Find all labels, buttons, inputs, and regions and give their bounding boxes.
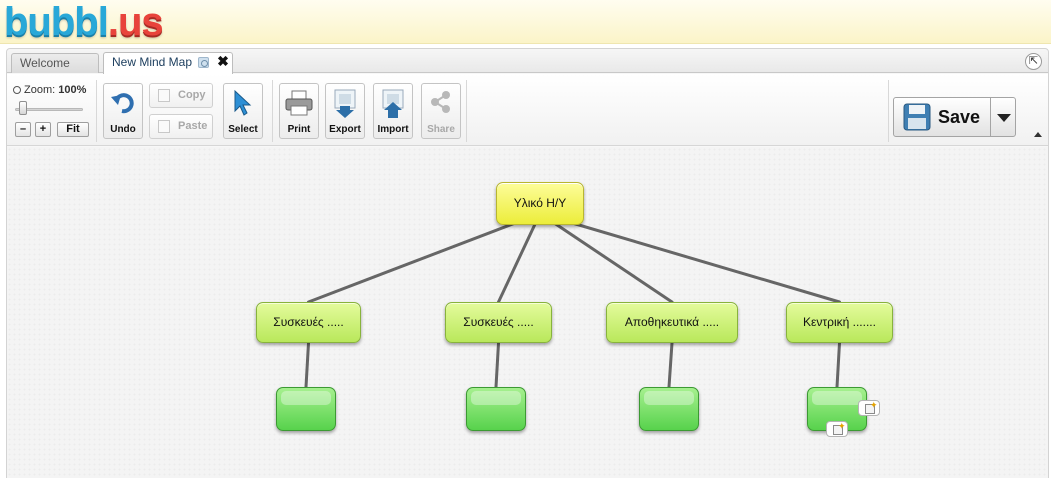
import-button[interactable]: Import: [373, 83, 413, 139]
zoom-label: Zoom: 100%: [13, 84, 86, 96]
collapse-toolbar-icon[interactable]: [1034, 132, 1042, 137]
logo-text-bubbl: bubbl: [4, 0, 109, 44]
root-child-connector: [538, 212, 841, 304]
child-node-text: Συσκευές .....: [273, 315, 344, 329]
save-button[interactable]: Save: [893, 97, 991, 137]
leaf-node[interactable]: [639, 387, 699, 431]
add-child-icon[interactable]: [826, 421, 848, 437]
site-header: bubbl.us: [0, 0, 1051, 44]
select-button[interactable]: Select: [223, 83, 263, 139]
mindmap-app: Welcome New Mind Map ✖ ⇱ Zoom: 100% – + …: [6, 48, 1049, 478]
edit-controls: Undo Copy Paste Select: [101, 80, 273, 142]
tab-bar: Welcome New Mind Map ✖ ⇱: [7, 49, 1048, 74]
magnifier-icon: [13, 86, 21, 94]
share-label: Share: [427, 124, 455, 135]
root-node[interactable]: Υλικό Η/Υ: [496, 182, 584, 225]
import-icon: [382, 89, 404, 118]
root-child-connector: [307, 212, 542, 304]
export-icon: [334, 89, 356, 118]
child-node[interactable]: Κεντρική .......: [786, 302, 893, 343]
root-child-connector: [497, 212, 542, 304]
cursor-icon: [234, 89, 252, 116]
refresh-icon[interactable]: [198, 57, 209, 68]
child-leaf-connector: [667, 341, 674, 389]
zoom-slider-track[interactable]: [15, 108, 83, 111]
save-label: Save: [938, 107, 981, 127]
close-icon[interactable]: ✖: [217, 53, 229, 69]
child-node-text: Συσκευές .....: [463, 315, 534, 329]
paste-label: Paste: [178, 120, 208, 132]
zoom-fit-button[interactable]: Fit: [57, 122, 89, 137]
copy-icon: [158, 89, 170, 102]
zoom-slider-thumb[interactable]: [19, 101, 27, 115]
logo-text-us: .us: [107, 0, 164, 44]
child-node-text: Αποθηκευτικά .....: [624, 315, 720, 329]
zoom-controls: Zoom: 100% – + Fit: [11, 80, 97, 142]
child-node[interactable]: Συσκευές .....: [256, 302, 361, 343]
leaf-node[interactable]: [466, 387, 526, 431]
zoom-label-text: Zoom:: [24, 84, 56, 96]
export-label: Export: [329, 124, 361, 135]
zoom-in-button[interactable]: +: [35, 122, 51, 137]
child-node[interactable]: Συσκευές .....: [445, 302, 552, 343]
share-icon: [431, 91, 450, 113]
toolbar: Zoom: 100% – + Fit Undo Copy: [7, 74, 1048, 146]
connector-lines: [304, 212, 841, 389]
mindmap-canvas[interactable]: Υλικό Η/Υ Συσκευές ..... Συσκευές ..... …: [7, 147, 1048, 478]
child-node[interactable]: Αποθηκευτικά .....: [606, 302, 738, 343]
add-sibling-icon[interactable]: [858, 400, 880, 416]
child-leaf-connector: [835, 341, 841, 389]
paste-icon: [158, 120, 170, 133]
save-options-dropdown[interactable]: [990, 97, 1016, 137]
undo-label: Undo: [110, 124, 136, 135]
floppy-disk-icon: [903, 103, 931, 131]
tab-welcome-label: Welcome: [20, 56, 70, 70]
zoom-out-button[interactable]: –: [15, 122, 31, 137]
tab-welcome[interactable]: Welcome: [11, 53, 99, 73]
import-label: Import: [377, 124, 409, 135]
root-child-connector: [538, 212, 674, 304]
tab-new-mind-map[interactable]: New Mind Map ✖: [103, 52, 233, 74]
print-label: Print: [287, 124, 311, 135]
save-controls: Save: [888, 80, 1028, 142]
print-button[interactable]: Print: [279, 83, 319, 139]
select-label: Select: [228, 124, 258, 135]
child-node-text: Κεντρική .......: [803, 315, 876, 329]
paste-button[interactable]: Paste: [149, 114, 213, 139]
copy-label: Copy: [178, 89, 206, 101]
bubblus-logo[interactable]: bubbl.us: [4, 0, 164, 44]
undo-icon: [111, 93, 134, 114]
share-button[interactable]: Share: [421, 83, 461, 139]
restore-window-icon[interactable]: ⇱: [1025, 53, 1042, 70]
child-leaf-connector: [304, 341, 310, 389]
undo-button[interactable]: Undo: [103, 83, 143, 139]
zoom-value: 100%: [58, 84, 87, 96]
printer-icon: [285, 90, 313, 116]
file-controls: Print Export Import: [277, 80, 467, 142]
export-button[interactable]: Export: [325, 83, 365, 139]
copy-button[interactable]: Copy: [149, 83, 213, 108]
root-node-text: Υλικό Η/Υ: [513, 196, 567, 210]
leaf-node[interactable]: [276, 387, 336, 431]
child-leaf-connector: [494, 341, 500, 389]
tab-new-mind-map-label: New Mind Map: [112, 55, 193, 69]
